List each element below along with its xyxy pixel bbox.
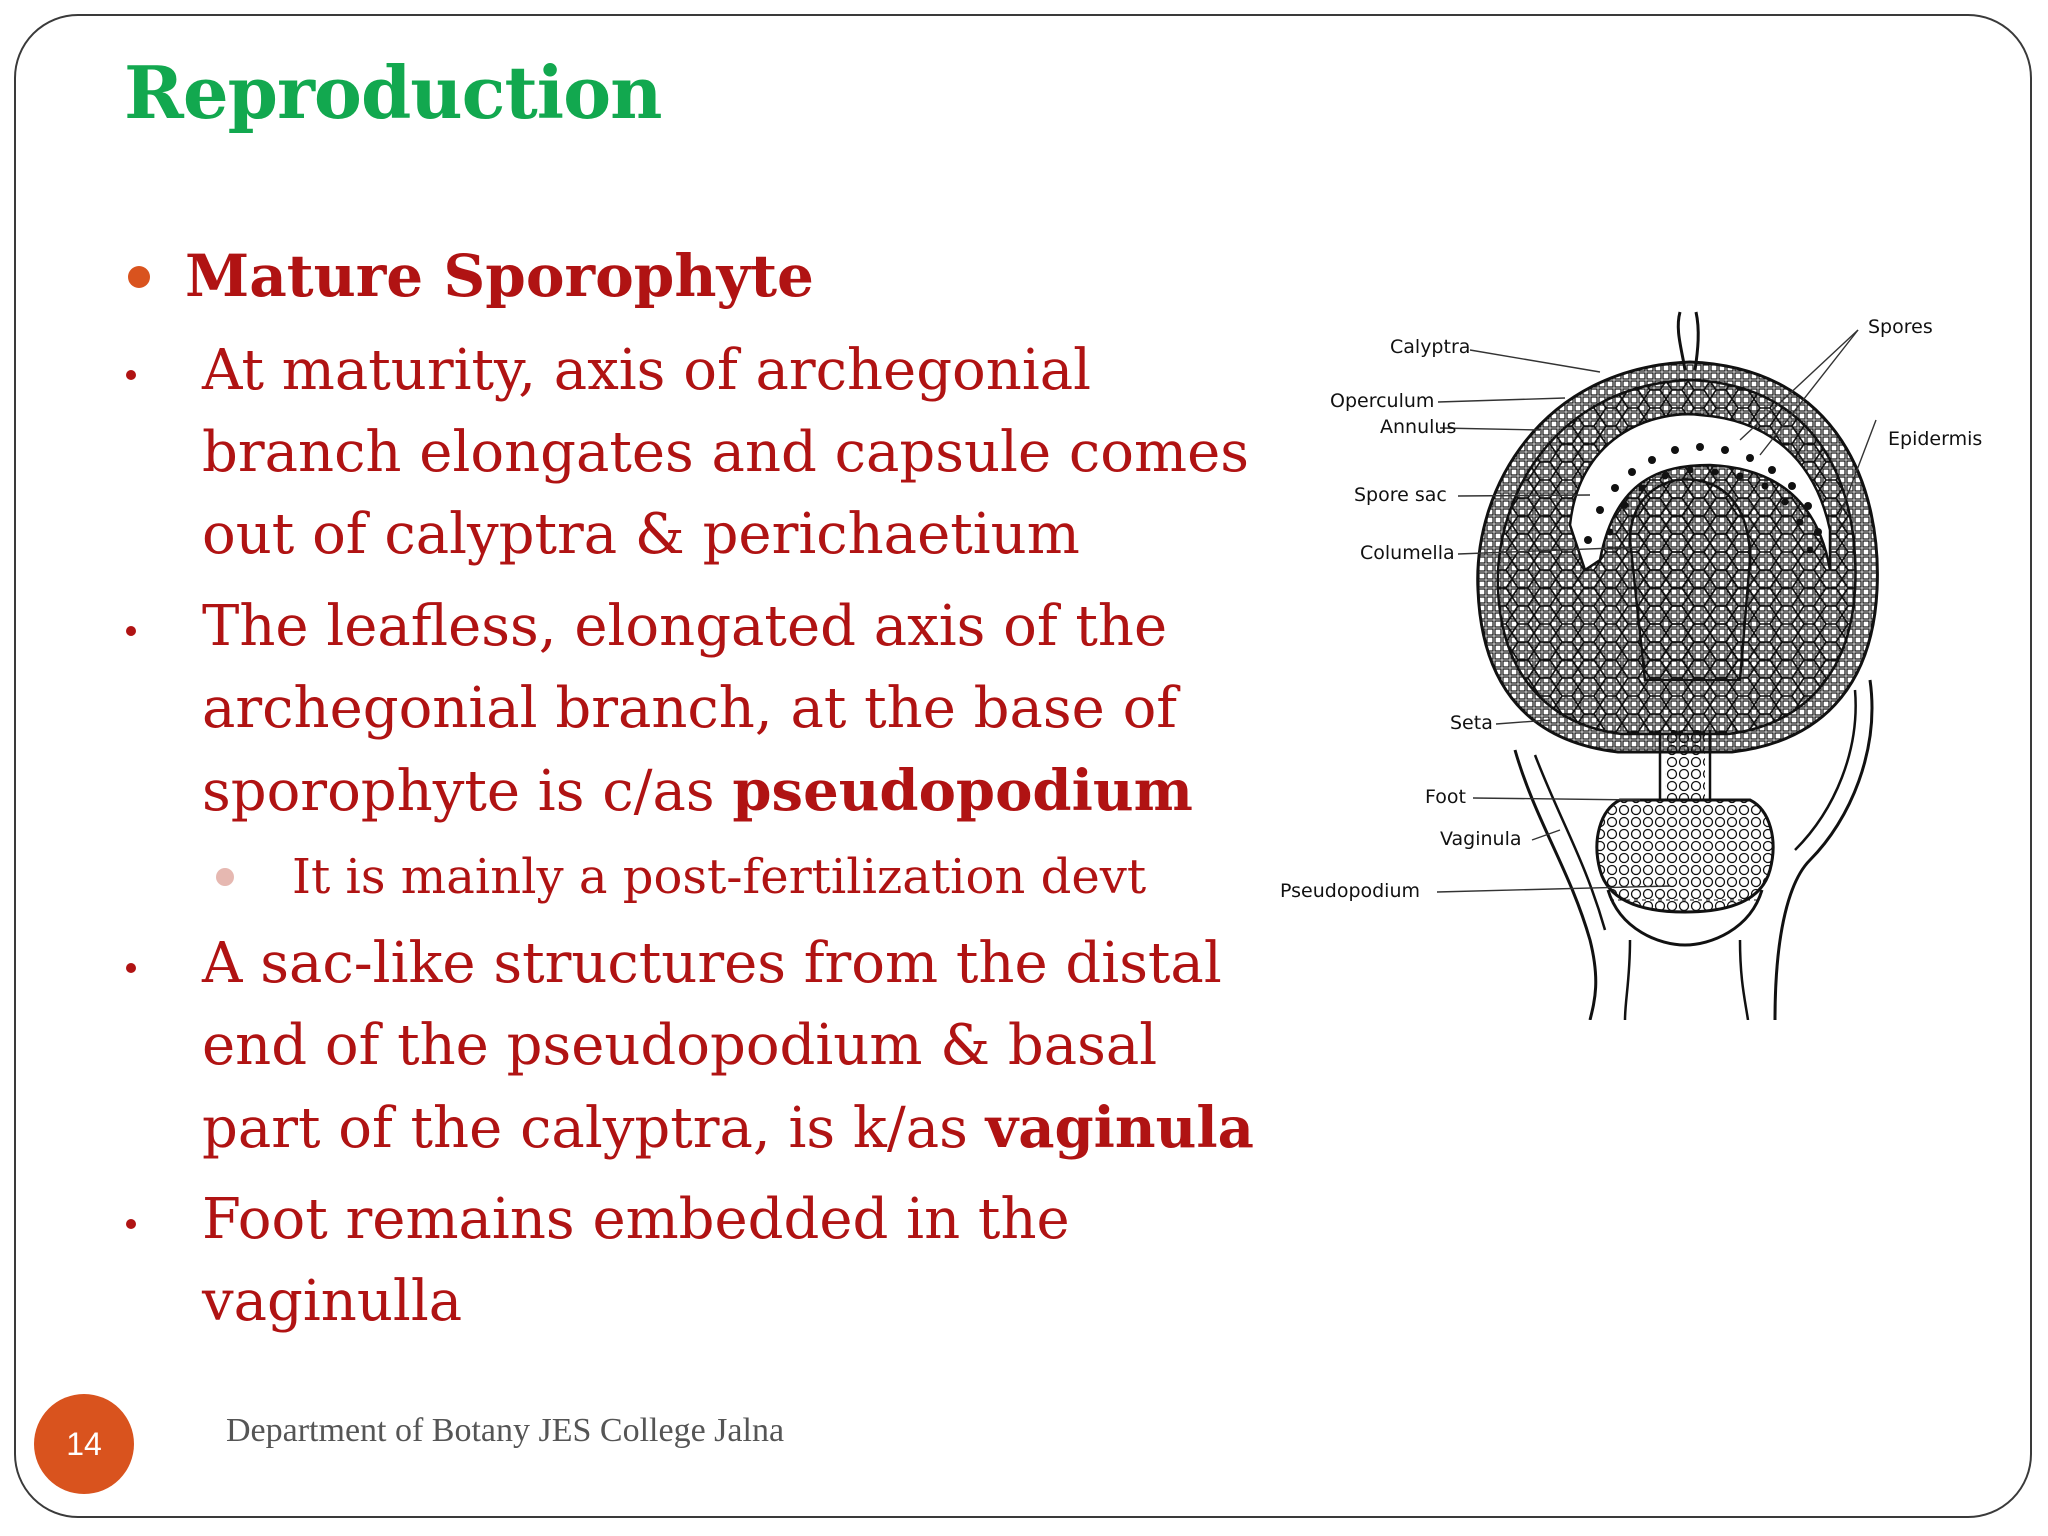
sporophyte-diagram: Calyptra Operculum Annulus Spore sac Col… [1270, 300, 1982, 1021]
label-vaginula: Vaginula [1440, 828, 1522, 850]
bullet-2-text: sporophyte is c/as [202, 759, 733, 824]
bullet-3-line-1: A sac-like structures from the distal [202, 931, 1222, 996]
bullet-2-line-1: The leafless, elongated axis of the [202, 594, 1168, 659]
label-columella: Columella [1360, 542, 1455, 564]
bullet-3-line-3: part of the calyptra, is k/as vaginula [202, 1087, 1254, 1170]
label-foot: Foot [1425, 786, 1466, 808]
bullet-1-line-3: out of calyptra & perichaetium [202, 502, 1080, 567]
bullet-dot [126, 626, 136, 636]
bullet-1-line-1: At maturity, axis of archegonial [202, 338, 1092, 403]
slide-title: Reproduction [124, 50, 662, 135]
footer-text: Department of Botany JES College Jalna [226, 1412, 785, 1449]
page-number-badge: 14 [34, 1394, 134, 1494]
bullet-dot [126, 963, 136, 973]
term-pseudopodium: pseudopodium [732, 758, 1193, 824]
label-epidermis: Epidermis [1888, 428, 1983, 450]
bullet-2-line-2: archegonial branch, at the base of [202, 676, 1178, 741]
section-heading: Mature Sporophyte [185, 242, 814, 310]
label-seta: Seta [1450, 712, 1493, 734]
bullet-dot [126, 1219, 136, 1229]
label-pseudopodium: Pseudopodium [1280, 880, 1421, 902]
bullet-1-line-2: branch elongates and capsule comes [202, 420, 1249, 485]
bullet-3-line-2: end of the pseudopodium & basal [202, 1013, 1158, 1078]
label-calyptra: Calyptra [1390, 336, 1471, 358]
sporophyte-drawing [1436, 311, 1879, 1021]
sub-bullet-text: It is mainly a post-fertilization devt [292, 849, 1147, 905]
bullet-4-line-1: Foot remains embedded in the [202, 1187, 1070, 1252]
bullet-dot [126, 370, 136, 380]
sub-bullet-dot [216, 868, 234, 886]
label-spore-sac: Spore sac [1354, 484, 1447, 506]
bullet-3-text: part of the calyptra, is k/as [202, 1096, 986, 1161]
slide-content: Mature Sporophyte At maturity, axis of a… [126, 242, 1254, 1334]
bullet-2-line-3: sporophyte is c/as pseudopodium [202, 750, 1193, 833]
bullet-4-line-2: vaginulla [202, 1269, 463, 1334]
label-spores: Spores [1868, 316, 1933, 338]
term-vaginula: vaginula [985, 1095, 1254, 1161]
bullet-dot [128, 266, 150, 288]
label-operculum: Operculum [1330, 390, 1435, 412]
label-annulus: Annulus [1380, 416, 1457, 438]
